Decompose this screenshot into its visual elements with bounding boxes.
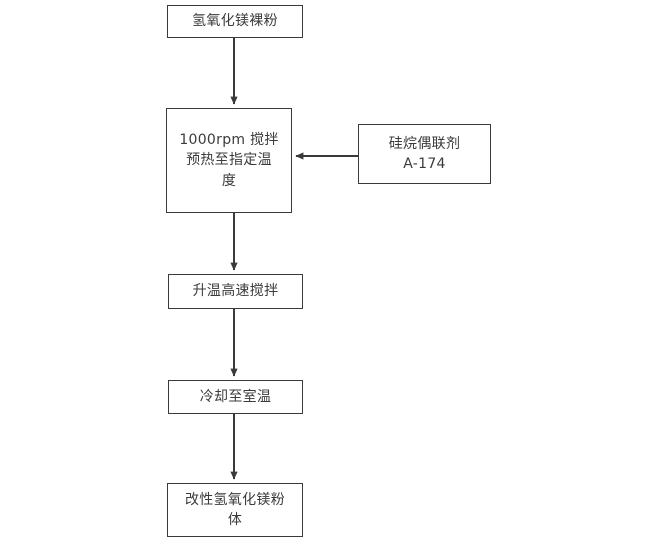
node-label: 冷却至室温 (199, 388, 272, 405)
node-cool-to-room-temperature[interactable]: 冷却至室温 (168, 380, 303, 414)
node-label: 升温高速搅拌 (192, 283, 279, 300)
node-silane-coupling-agent[interactable]: 硅烷偶联剂 A-174 (358, 124, 491, 184)
node-label: 氢氧化镁裸粉 (192, 13, 278, 30)
node-high-speed-stirring[interactable]: 升温高速搅拌 (168, 274, 303, 309)
node-label: 硅烷偶联剂 A-174 (388, 135, 461, 172)
node-label: 改性氢氧化镁粉 体 (184, 491, 286, 528)
node-raw-magnesium-hydroxide-powder[interactable]: 氢氧化镁裸粉 (167, 5, 303, 38)
node-stir-preheat[interactable]: 1000rpm 搅拌 预热至指定温 度 (166, 108, 292, 213)
node-label: 1000rpm 搅拌 预热至指定温 度 (179, 132, 279, 189)
node-modified-magnesium-hydroxide-powder[interactable]: 改性氢氧化镁粉 体 (167, 483, 303, 537)
